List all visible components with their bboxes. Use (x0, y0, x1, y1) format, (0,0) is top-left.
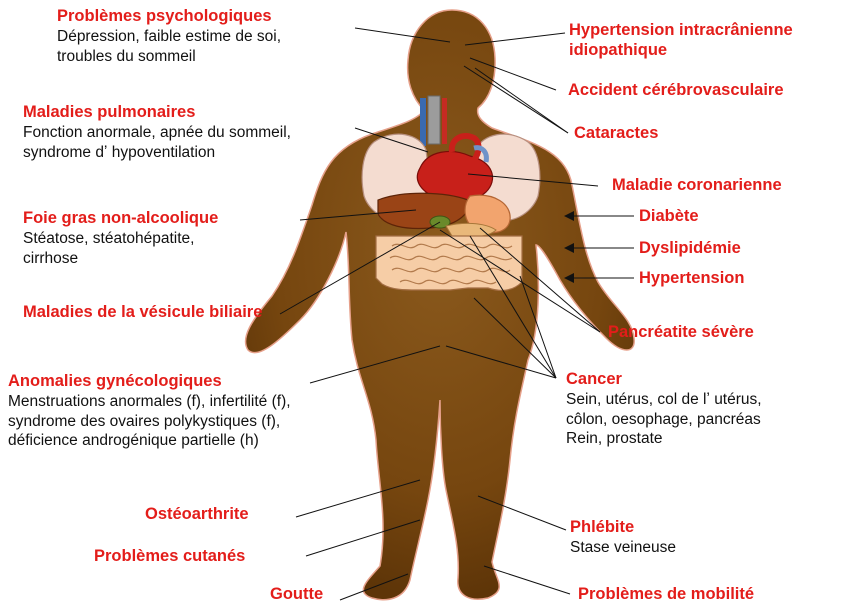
label-desc-line: déficience androgénique partielle (h) (8, 431, 291, 451)
label-cancer: Cancer Sein, utérus, col de lʼ utérus, c… (566, 370, 762, 449)
label-title: Problèmes de mobilité (578, 585, 754, 605)
label-desc-line: cirrhose (23, 249, 218, 269)
label-title: Hypertension intracrânienne (569, 21, 793, 41)
label-desc-line: Menstruations anormales (f), infertilité… (8, 392, 291, 412)
label-dyslip: Dyslipidémie (639, 239, 741, 259)
label-desc-line: Rein, prostate (566, 429, 762, 449)
label-title: Diabète (639, 207, 699, 227)
label-goutte: Goutte (270, 585, 323, 605)
label-pulm: Maladies pulmonaires Fonction anormale, … (23, 103, 291, 162)
label-title: Goutte (270, 585, 323, 605)
label-psych: Problèmes psychologiques Dépression, fai… (57, 7, 281, 66)
label-desc-line: Sein, utérus, col de lʼ utérus, (566, 390, 762, 410)
label-title: Maladies pulmonaires (23, 103, 291, 123)
label-desc-line: Stéatose, stéatohépatite, (23, 229, 218, 249)
label-phlebite: Phlébite Stase veineuse (570, 518, 676, 558)
label-desc-line: Fonction anormale, apnée du sommeil, (23, 123, 291, 143)
label-gyn: Anomalies gynécologiques Menstruations a… (8, 372, 291, 451)
label-coronaire: Maladie coronarienne (612, 176, 782, 196)
label-title: Cataractes (574, 124, 658, 144)
label-cutanes: Problèmes cutanés (94, 547, 245, 567)
label-desc-line: Stase veineuse (570, 538, 676, 558)
label-pancreatite: Pancréatite sévère (608, 323, 754, 343)
neck-vessel (420, 98, 426, 146)
label-desc-line: Dépression, faible estime de soi, (57, 27, 281, 47)
label-title: Anomalies gynécologiques (8, 372, 291, 392)
label-hta: Hypertension (639, 269, 744, 289)
label-title: Maladies de la vésicule biliaire (23, 303, 262, 323)
label-avc: Accident cérébrovasculaire (568, 81, 784, 101)
label-title: Accident cérébrovasculaire (568, 81, 784, 101)
label-diabete: Diabète (639, 207, 699, 227)
label-desc-line: côlon, oesophage, pancréas (566, 410, 762, 430)
label-title: Ostéoarthrite (145, 505, 249, 525)
line-cataractes-2 (475, 68, 568, 133)
label-title: Dyslipidémie (639, 239, 741, 259)
label-vesicule: Maladies de la vésicule biliaire (23, 303, 262, 323)
label-title: Foie gras non-alcoolique (23, 209, 218, 229)
label-desc-line: syndrome dʼ hypoventilation (23, 143, 291, 163)
label-title: Pancréatite sévère (608, 323, 754, 343)
label-title: Cancer (566, 370, 762, 390)
trachea (428, 96, 440, 144)
label-title: Problèmes cutanés (94, 547, 245, 567)
label-desc-line: syndrome des ovaires polykystiques (f), (8, 412, 291, 432)
label-title: Hypertension (639, 269, 744, 289)
neck-artery (442, 98, 447, 144)
label-mobilite: Problèmes de mobilité (578, 585, 754, 605)
label-cataractes: Cataractes (574, 124, 658, 144)
label-osteo: Ostéoarthrite (145, 505, 249, 525)
label-title: idiopathique (569, 41, 793, 61)
label-htic: Hypertension intracrânienne idiopathique (569, 21, 793, 61)
label-foie: Foie gras non-alcoolique Stéatose, stéat… (23, 209, 218, 268)
label-title: Problèmes psychologiques (57, 7, 281, 27)
label-desc-line: troubles du sommeil (57, 47, 281, 67)
label-title: Maladie coronarienne (612, 176, 782, 196)
label-title: Phlébite (570, 518, 676, 538)
